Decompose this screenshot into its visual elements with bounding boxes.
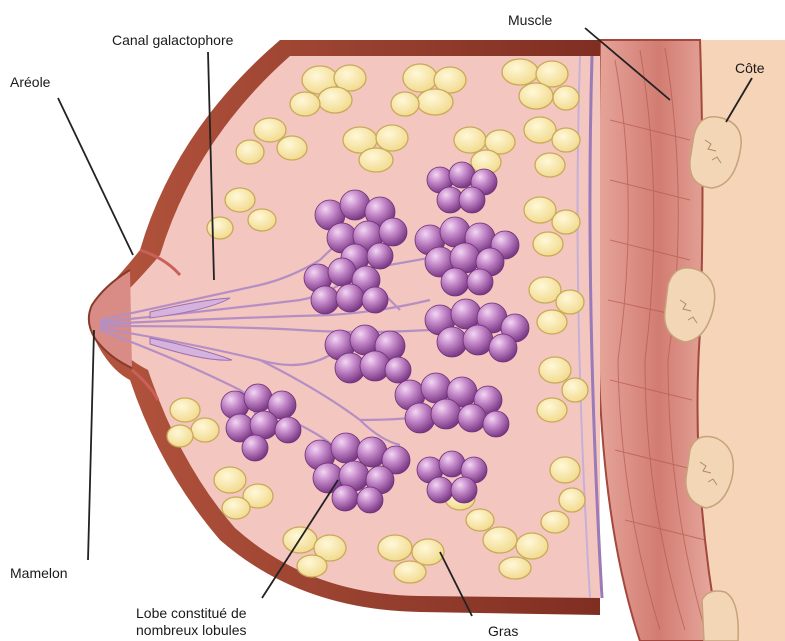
label-lobe-line1: Lobe constitué de [136, 605, 247, 622]
label-lobe-line2: nombreux lobules [136, 622, 247, 639]
label-areole: Aréole [10, 74, 50, 91]
label-cote: Côte [735, 60, 765, 77]
label-muscle: Muscle [508, 12, 552, 29]
label-mamelon: Mamelon [10, 565, 68, 582]
label-canal-galactophore: Canal galactophore [112, 32, 233, 49]
label-gras: Gras [488, 623, 518, 640]
label-lobe: Lobe constitué de nombreux lobules [136, 605, 247, 639]
